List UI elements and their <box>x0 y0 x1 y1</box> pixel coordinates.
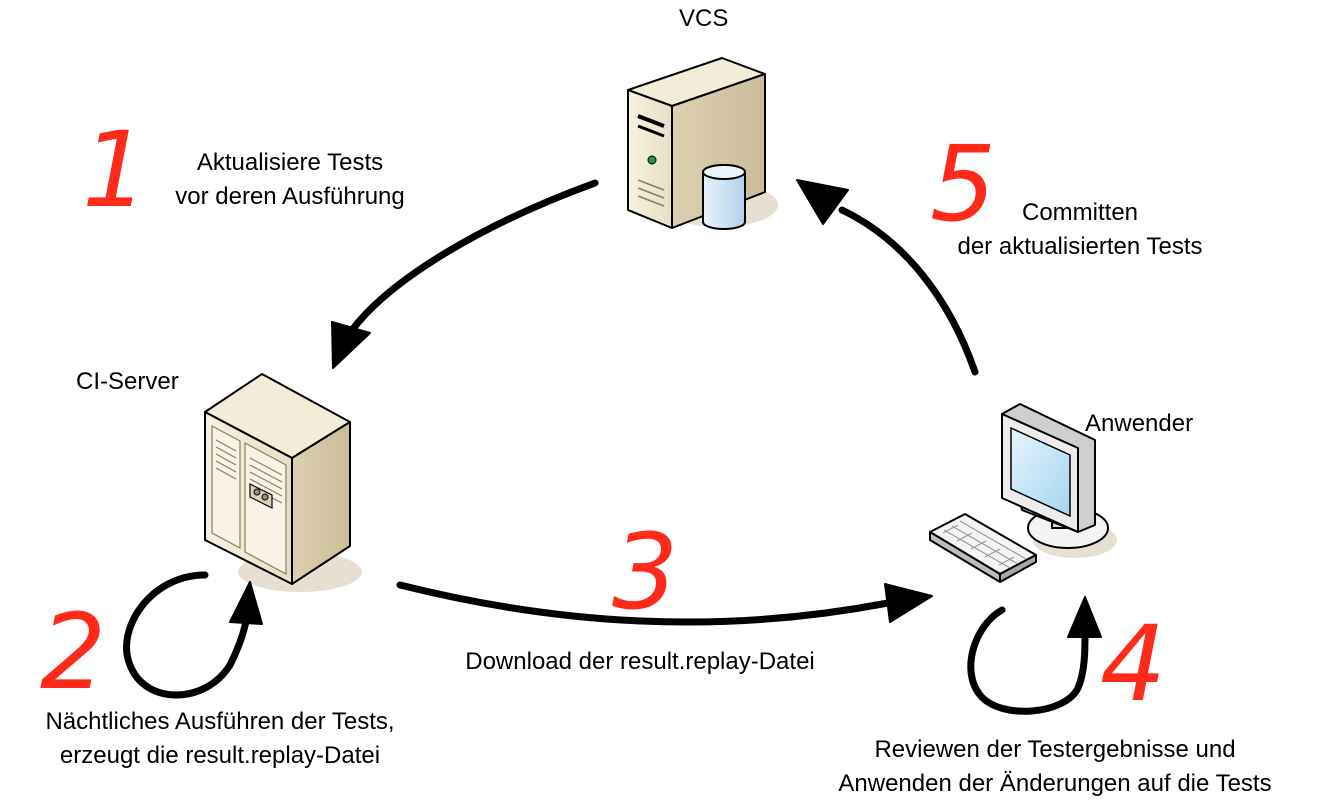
arrowhead-loop-ci <box>229 581 263 625</box>
step-1-description: Aktualisiere Tests vor deren Ausführung <box>140 146 440 214</box>
vcs-server-icon <box>627 57 778 230</box>
step-5-description: Committen der aktualisierten Tests <box>920 196 1240 264</box>
arrow-ci-to-user <box>396 581 892 626</box>
step-5-number: 5 <box>930 123 997 245</box>
step-1-line-2: vor deren Ausführung <box>175 183 405 210</box>
arrow-user-to-vcs <box>838 206 979 376</box>
step-2-description: Nächtliches Ausführen der Tests, erzeugt… <box>0 705 440 773</box>
vcs-label: VCS <box>679 5 729 32</box>
step-3-line-1: Download der result.replay-Datei <box>465 648 815 675</box>
arrowhead-user-to-vcs <box>796 179 849 225</box>
step-2-number: 2 <box>40 591 107 713</box>
step-2-line-1: Nächtliches Ausführen der Tests, <box>45 708 395 735</box>
arrowhead-loop-user <box>1067 596 1102 638</box>
step-4-line-2: Anwenden der Änderungen auf die Tests <box>838 770 1272 797</box>
loop-arrow-ci <box>123 571 251 699</box>
step-1-number: 1 <box>82 109 149 231</box>
arrowhead-ci-to-user <box>884 583 933 623</box>
step-3-number: 3 <box>612 511 679 633</box>
ci-server-label: CI-Server <box>76 368 179 395</box>
arrowhead-vcs-to-ci <box>331 321 371 369</box>
step-1-line-1: Aktualisiere Tests <box>196 149 384 176</box>
user-computer-icon <box>929 403 1117 583</box>
step-3-description: Download der result.replay-Datei <box>410 645 870 679</box>
user-label: Anwender <box>1085 410 1194 437</box>
step-5-line-2: der aktualisierten Tests <box>957 233 1203 260</box>
ci-server-icon <box>204 373 362 592</box>
step-4-number: 4 <box>1100 603 1167 725</box>
step-4-description: Reviewen der Testergebnisse und Anwenden… <box>780 733 1330 801</box>
step-2-line-2: erzeugt die result.replay-Datei <box>59 742 381 769</box>
step-5-line-1: Committen <box>1021 199 1139 226</box>
step-4-line-1: Reviewen der Testergebnisse und <box>874 736 1236 763</box>
loop-arrow-user <box>967 606 1089 715</box>
arrow-vcs-to-ci <box>348 179 599 334</box>
